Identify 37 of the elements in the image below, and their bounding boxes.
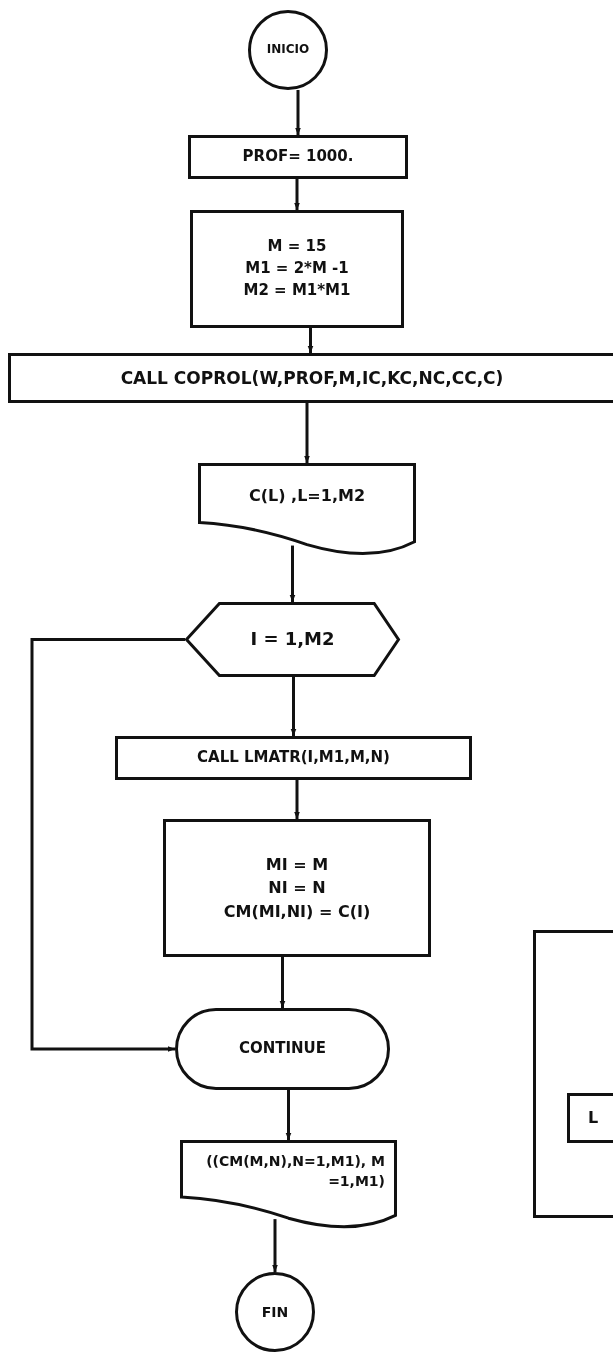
node-text: M2 = M1*M1 xyxy=(243,279,351,301)
node-text: M = 15 xyxy=(267,236,327,258)
arrow xyxy=(272,1219,278,1272)
start-terminal xyxy=(248,10,328,90)
node-text: ((CM(M,N),N=1,M1), M =1,M1) xyxy=(205,1151,385,1191)
node-text: CALL LMATR(I,M1,M,N) xyxy=(197,747,390,769)
loop-hexagon xyxy=(185,602,400,677)
node-text: MI = M xyxy=(265,854,329,877)
subroutine-call-box xyxy=(8,353,613,403)
arrow xyxy=(30,638,185,1052)
process-box xyxy=(567,1093,613,1143)
arrow xyxy=(295,90,301,135)
arrow xyxy=(289,545,296,602)
node-text: PROF= 1000. xyxy=(242,146,354,168)
process-box xyxy=(163,819,431,957)
node-text: M1 = 2*M -1 xyxy=(245,258,349,280)
arrow xyxy=(294,179,300,210)
end-terminal xyxy=(235,1272,315,1352)
arrow xyxy=(294,780,300,819)
node-text: CM(MI,NI) = C(I) xyxy=(223,900,371,923)
process-box xyxy=(190,210,404,328)
node-text: CALL COPROL(W,PROF,M,IC,KC,NC,CC,C) xyxy=(120,366,504,390)
node-text: I = 1,M2 xyxy=(250,627,335,652)
node-text: L xyxy=(587,1107,599,1130)
process-box xyxy=(188,135,408,179)
arrow xyxy=(285,1090,292,1140)
node-text: NI = N xyxy=(268,877,326,900)
arrow xyxy=(307,328,314,353)
subroutine-call-box xyxy=(115,736,472,780)
node-text: CONTINUE xyxy=(238,1038,327,1060)
partial-box xyxy=(533,930,613,1218)
arrow xyxy=(290,677,297,736)
arrow xyxy=(304,403,310,463)
node-text: INICIO xyxy=(266,41,310,59)
node-text: C(L) ,L=1,M2 xyxy=(248,485,366,508)
arrow xyxy=(279,957,286,1008)
node-text: FIN xyxy=(261,1302,289,1322)
